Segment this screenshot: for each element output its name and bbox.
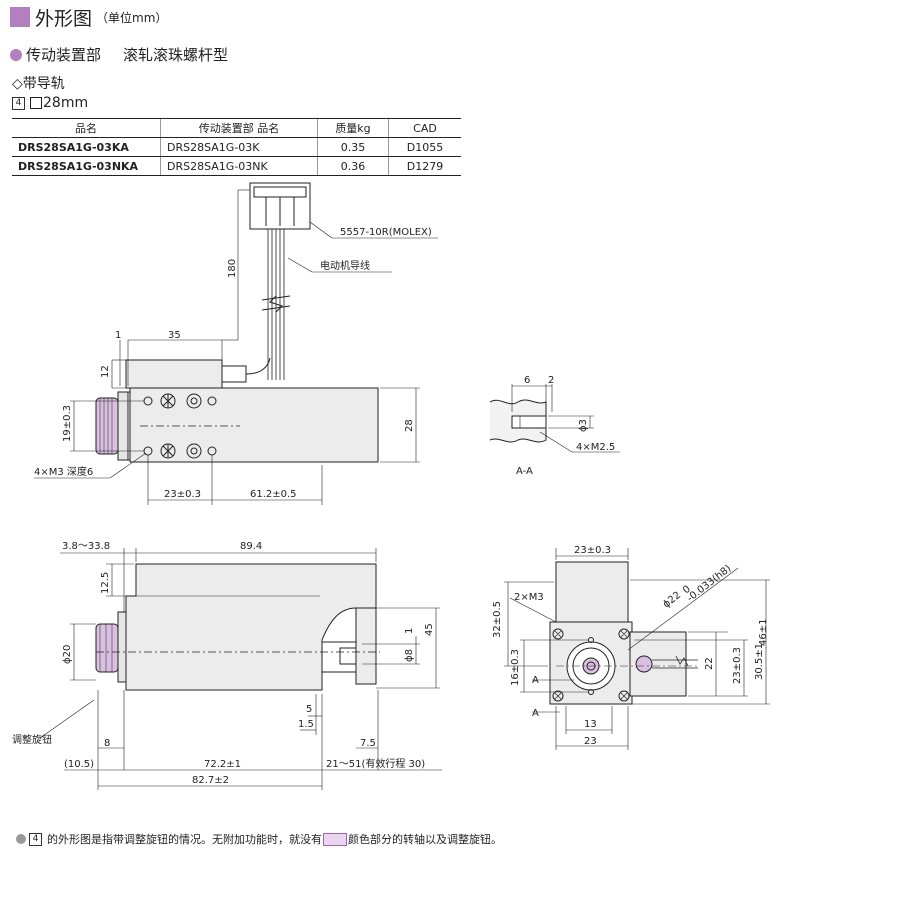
knob-label: 调整旋钮 bbox=[12, 733, 52, 746]
end-dim-phi22: ϕ22 bbox=[661, 590, 683, 611]
title-marker-icon bbox=[10, 7, 30, 27]
side-knob bbox=[95, 623, 119, 673]
end-dim-46: 46±1 bbox=[758, 619, 769, 646]
end-dim-23-top: 23±0.3 bbox=[574, 545, 611, 556]
section-heading: 传动装置部 滚轧滚珠螺杆型 bbox=[10, 44, 228, 65]
table-header: 质量kg bbox=[317, 118, 389, 138]
end-dim-23-v: 23±0.3 bbox=[732, 647, 743, 684]
dim-28: 28 bbox=[404, 419, 415, 432]
page-title: 外形图 （单位mm） bbox=[10, 4, 167, 30]
footnote-text-b: 颜色部分的转轴以及调整旋钮。 bbox=[348, 833, 502, 846]
size-value: 28mm bbox=[43, 95, 89, 111]
dim-2: 2 bbox=[548, 375, 554, 386]
end-view bbox=[504, 548, 770, 750]
footnote-dot-icon bbox=[16, 834, 26, 844]
size-label: 4 28mm bbox=[12, 95, 88, 111]
footnote-text-a: 的外形图是指带调整旋钮的情况。无附加功能时，就没有 bbox=[47, 833, 322, 846]
table-row: DRS28SA1G-03NKA DRS28SA1G-03NK 0.36 D127… bbox=[12, 156, 461, 176]
dim-12-5: 12.5 bbox=[100, 572, 111, 594]
dim-35: 35 bbox=[168, 330, 181, 341]
table-header: CAD bbox=[388, 118, 461, 138]
end-dim-23-b: 23 bbox=[584, 736, 597, 747]
table-cell-model: DRS28SA1G-03KA bbox=[12, 137, 161, 157]
section-view bbox=[489, 384, 620, 453]
table-cell-cad[interactable]: D1279 bbox=[388, 156, 461, 176]
dim-82: 82.7±2 bbox=[192, 775, 229, 786]
end-top-block bbox=[555, 561, 629, 623]
end-dim-13: 13 bbox=[584, 719, 597, 730]
dim-21: 21～51(有效行程 30) bbox=[326, 757, 425, 770]
section-dot-icon bbox=[10, 48, 22, 61]
title-text: 外形图 bbox=[35, 7, 93, 30]
dim-180: 180 bbox=[227, 259, 238, 278]
motor-body bbox=[129, 387, 379, 463]
section-label: A-A bbox=[516, 466, 533, 477]
footnote: 4 的外形图是指带调整旋钮的情况。无附加功能时，就没有 颜色部分的转轴以及调整旋… bbox=[16, 831, 502, 847]
square-icon bbox=[30, 97, 42, 109]
dim-45: 45 bbox=[424, 623, 435, 636]
dim-8: 8 bbox=[104, 738, 110, 749]
connector-label: 5557-10R(MOLEX) bbox=[340, 227, 432, 238]
table-header: 品名 bbox=[12, 118, 161, 138]
dim-6: 6 bbox=[524, 375, 530, 386]
end-tol-top: 0 bbox=[681, 584, 693, 597]
table-cell-cad[interactable]: D1055 bbox=[388, 137, 461, 157]
dim-7-5: 7.5 bbox=[360, 738, 376, 749]
table-header-row: 品名 传动装置部 品名 质量kg CAD bbox=[12, 118, 461, 138]
dim-5: 5 bbox=[306, 704, 312, 715]
dim-61: 61.2±0.5 bbox=[250, 489, 297, 500]
dim-19: 19±0.3 bbox=[62, 405, 73, 442]
dim-10-5: (10.5) bbox=[64, 759, 94, 770]
holes-label: 4×M3 深度6 bbox=[34, 465, 93, 478]
section-label: 传动装置部 bbox=[26, 46, 102, 64]
end-tol-bottom: -0.033(h8) bbox=[685, 563, 733, 604]
lead-wire-label: 电动机导线 bbox=[320, 259, 370, 272]
dim-stroke-range: 3.8～33.8 bbox=[62, 541, 110, 552]
thread-label: 4×M2.5 bbox=[576, 442, 615, 453]
end-dim-32: 32±0.5 bbox=[492, 601, 503, 638]
title-unit: （单位mm） bbox=[96, 10, 168, 25]
side-view bbox=[39, 548, 442, 790]
table-header: 传动装置部 品名 bbox=[160, 118, 318, 138]
dim-72: 72.2±1 bbox=[204, 759, 241, 770]
dim-12: 12 bbox=[100, 365, 111, 378]
table-cell-actuator: DRS28SA1G-03K bbox=[160, 137, 318, 157]
index-box: 4 bbox=[12, 96, 25, 110]
dim-89: 89.4 bbox=[240, 541, 262, 552]
table-cell-mass: 0.36 bbox=[317, 156, 389, 176]
dim-1-5: 1.5 bbox=[298, 719, 314, 730]
table-row: DRS28SA1G-03KA DRS28SA1G-03K 0.35 D1055 bbox=[12, 137, 461, 157]
table-cell-mass: 0.35 bbox=[317, 137, 389, 157]
end-dim-22: 22 bbox=[704, 657, 715, 670]
side-dim-1: 1 bbox=[404, 628, 415, 634]
top-view bbox=[34, 182, 438, 505]
color-swatch-icon bbox=[323, 832, 347, 846]
cable-housing bbox=[125, 359, 223, 389]
spec-table: 品名 传动装置部 品名 质量kg CAD DRS28SA1G-03KA DRS2… bbox=[12, 118, 461, 176]
dim-phi3: ϕ3 bbox=[578, 419, 589, 432]
dim-1: 1 bbox=[115, 330, 121, 341]
dim-23: 23±0.3 bbox=[164, 489, 201, 500]
section-type: 滚轧滚珠螺杆型 bbox=[123, 46, 229, 64]
end-dim-16: 16±0.3 bbox=[510, 649, 521, 686]
end-holes-label: 2×M3 bbox=[514, 592, 544, 603]
dim-phi8: ϕ8 bbox=[404, 649, 415, 662]
dim-phi20: ϕ20 bbox=[62, 645, 73, 664]
table-cell-model: DRS28SA1G-03NKA bbox=[12, 156, 161, 176]
end-mark-a: A bbox=[532, 675, 539, 686]
table-cell-actuator: DRS28SA1G-03NK bbox=[160, 156, 318, 176]
footnote-index-box: 4 bbox=[29, 832, 42, 846]
rail-label: ◇带导轨 bbox=[12, 76, 65, 92]
screw-holes bbox=[143, 393, 217, 459]
end-mark-a-2: A bbox=[532, 708, 539, 719]
adjust-knob bbox=[95, 397, 119, 455]
end-dim-30: 30.5±1 bbox=[754, 643, 765, 680]
